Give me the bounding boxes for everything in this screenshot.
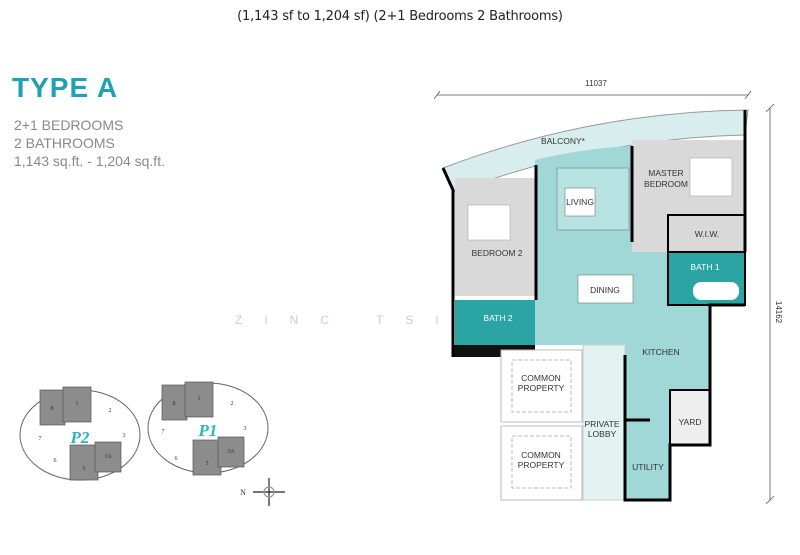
keyplan-label: 7 — [39, 436, 42, 442]
common-property-areas — [500, 349, 583, 501]
keyplan-label: 1 — [198, 396, 201, 402]
keyplan-label: 3 — [123, 433, 126, 439]
common-property-label-2b: PROPERTY — [518, 460, 565, 470]
balcony-label: BALCONY* — [541, 136, 586, 146]
bathrooms-spec: 2 BATHROOMS — [14, 135, 115, 151]
walk-in-wardrobe — [667, 214, 746, 253]
keyplan-label: 3A — [227, 449, 235, 455]
keyplan-block-p1: P1 — [198, 421, 218, 440]
living-label: LIVING — [566, 197, 594, 207]
private-lobby-label-1: PRIVATE — [584, 419, 619, 429]
area-spec: 1,143 sq.ft. - 1,204 sq.ft. — [14, 153, 165, 169]
keyplan-label: 2 — [231, 401, 234, 407]
walls — [441, 110, 747, 502]
keyplan-label: 1 — [76, 401, 79, 407]
dining-label: DINING — [590, 285, 620, 295]
common-property-label-1b: PROPERTY — [518, 383, 565, 393]
master-bedroom-label-2: BEDROOM — [644, 179, 688, 189]
bedrooms-spec: 2+1 BEDROOMS — [14, 117, 124, 133]
yard — [669, 389, 711, 446]
utility-label: UTILITY — [632, 462, 664, 472]
private-lobby — [582, 344, 626, 501]
wiw-label: W.I.W. — [695, 229, 720, 239]
page-caption: (1,143 sf to 1,204 sf) (2+1 Bedrooms 2 B… — [237, 9, 563, 24]
keyplan-label: 8 — [51, 406, 54, 412]
living-dining — [535, 146, 710, 500]
keyplan-label: 6 — [175, 456, 178, 462]
bath-1-label: BATH 1 — [690, 262, 719, 272]
keyplan-label: 2 — [109, 408, 112, 414]
keyplan-label: 8 — [173, 401, 176, 407]
width-dimension-label: 11037 — [585, 79, 607, 88]
bedroom-2-label: BEDROOM 2 — [471, 248, 522, 258]
common-property-label-2a: COMMON — [521, 450, 561, 460]
depth-dimension — [765, 103, 775, 505]
kitchen-label: KITCHEN — [642, 347, 679, 357]
unit-type-title: TYPE A — [12, 72, 119, 103]
common-property-label-1a: COMMON — [521, 373, 561, 383]
compass-north-label: N — [240, 488, 246, 497]
depth-dimension-label: 14162 — [774, 301, 783, 324]
compass-icon — [253, 478, 285, 506]
keyplan-block-p2: P2 — [70, 428, 90, 447]
keyplan-label: 3 — [244, 426, 247, 432]
bath-2 — [455, 300, 535, 345]
bath-2-label: BATH 2 — [483, 313, 512, 323]
width-dimension — [433, 90, 752, 100]
yard-label: YARD — [679, 417, 702, 427]
keyplan-label: 5 — [206, 461, 209, 467]
keyplan-label: 5 — [83, 466, 86, 472]
watermark: ZINC TSI — [235, 313, 461, 327]
private-lobby-label-2: LOBBY — [588, 429, 617, 439]
keyplan-label: 3A — [104, 454, 112, 460]
keyplan-label: 6 — [54, 458, 57, 464]
key-plan: P2 P1 8 1 2 3 3A 5 6 7 8 1 2 3 3A 5 6 7 — [19, 381, 269, 481]
master-bedroom-label-1: MASTER — [648, 168, 683, 178]
keyplan-label: 7 — [162, 429, 165, 435]
